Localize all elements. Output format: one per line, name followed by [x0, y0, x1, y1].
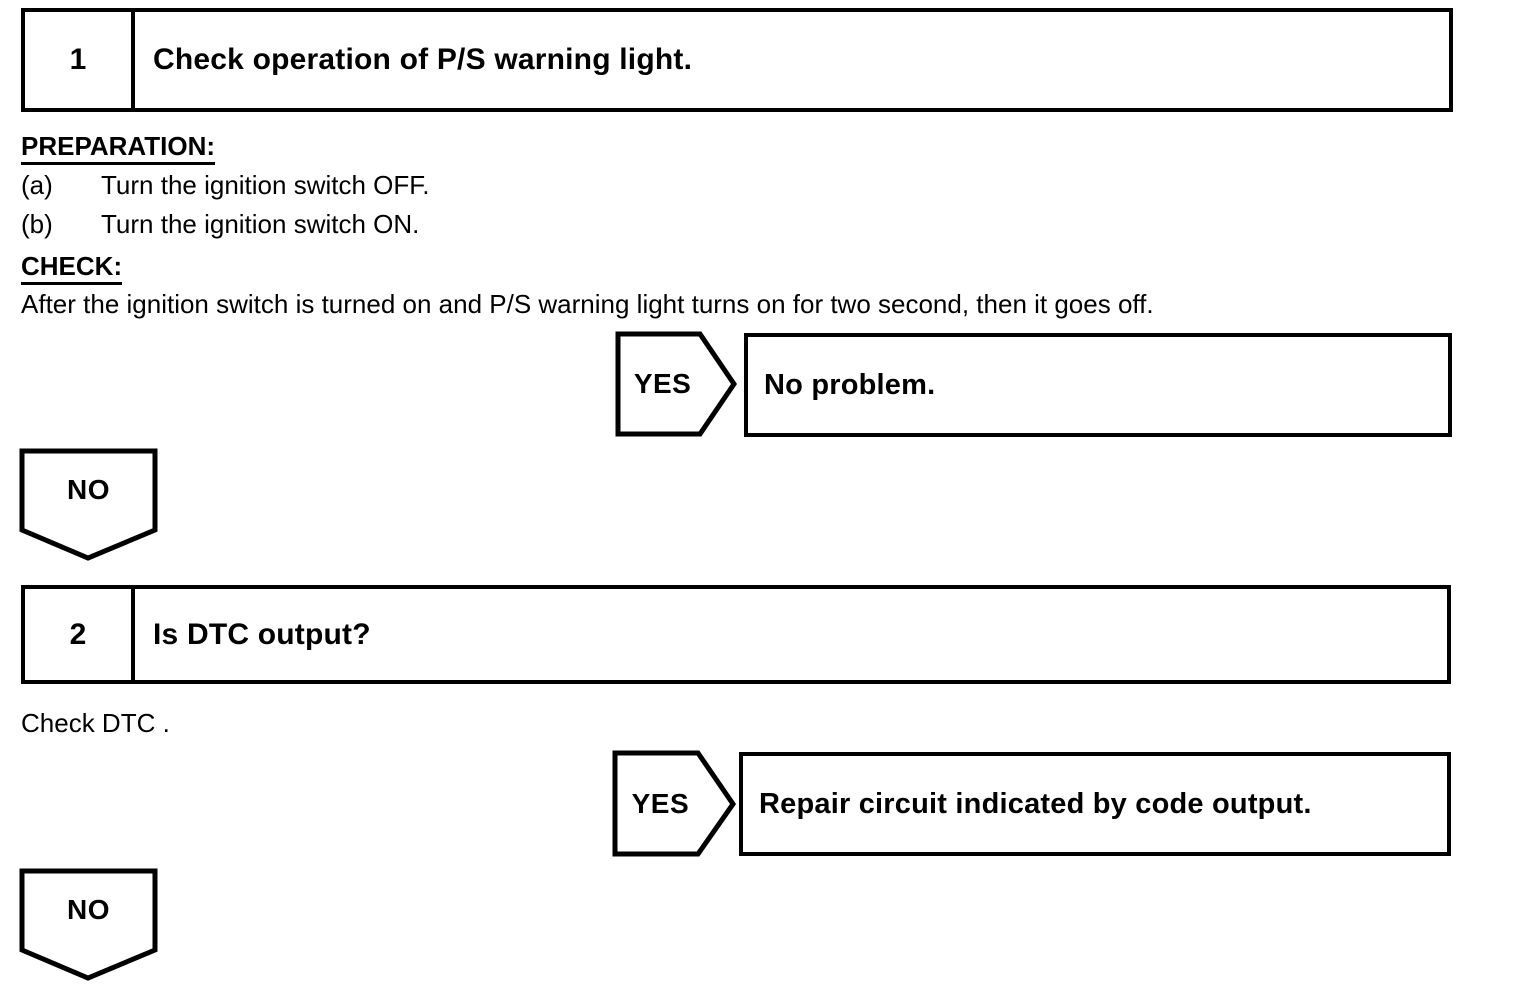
yes-pentagon-shape — [615, 331, 737, 437]
step-1-title: Check operation of P/S warning light. — [153, 43, 693, 76]
preparation-item-a-label: (a) — [21, 170, 53, 200]
step-2-number: 2 — [25, 589, 135, 680]
step-1-yes-arrow: YES — [615, 331, 737, 437]
preparation-item-b-label: (b) — [21, 209, 53, 239]
step-1-preparation-items: (a) Turn the ignition switch OFF. (b) Turn… — [21, 166, 430, 244]
step-2-yes-arrow: YES — [612, 750, 736, 857]
check-body-text: After the ignition switch is turned on a… — [21, 289, 1154, 319]
preparation-heading: PREPARATION: — [21, 131, 216, 165]
step-1-header-box: 1 Check operation of P/S warning light. — [21, 8, 1453, 112]
step-2-header-box: 2 Is DTC output? — [21, 585, 1451, 684]
no-pentagon-shape — [19, 448, 158, 561]
step-1-number: 1 — [25, 12, 135, 108]
step-2-title: Is DTC output? — [153, 617, 371, 651]
step-2-yes-label: YES — [631, 787, 690, 819]
preparation-item-b: (b) Turn the ignition switch ON. — [21, 205, 430, 244]
no-pentagon-shape — [19, 868, 158, 981]
yes-pentagon-shape — [612, 750, 736, 857]
step-1-yes-result-text: No problem. — [764, 368, 936, 401]
step-1-preparation-heading-wrap: PREPARATION: — [21, 127, 216, 166]
step-2-note: Check DTC . — [21, 704, 170, 743]
step-2-yes-result-text: Repair circuit indicated by code output. — [759, 787, 1312, 820]
step-1-check-body: After the ignition switch is turned on a… — [21, 285, 1154, 324]
step-2-yes-result-box: Repair circuit indicated by code output. — [739, 752, 1451, 856]
step-2-no-label: NO — [67, 893, 110, 925]
step-1-check-heading-wrap: CHECK: — [21, 247, 123, 286]
preparation-item-a-text: Turn the ignition switch OFF. — [101, 170, 430, 200]
preparation-item-a: (a) Turn the ignition switch OFF. — [21, 166, 430, 205]
step-2-note-text: Check DTC . — [21, 708, 170, 738]
preparation-item-b-text: Turn the ignition switch ON. — [101, 209, 420, 239]
step-1-no-label: NO — [67, 473, 110, 505]
step-1-yes-label: YES — [633, 368, 692, 399]
step-1-no-arrow: NO — [19, 448, 158, 561]
step-1-yes-result-box: No problem. — [744, 333, 1452, 437]
check-heading: CHECK: — [21, 251, 123, 285]
step-2-no-arrow: NO — [19, 868, 158, 981]
